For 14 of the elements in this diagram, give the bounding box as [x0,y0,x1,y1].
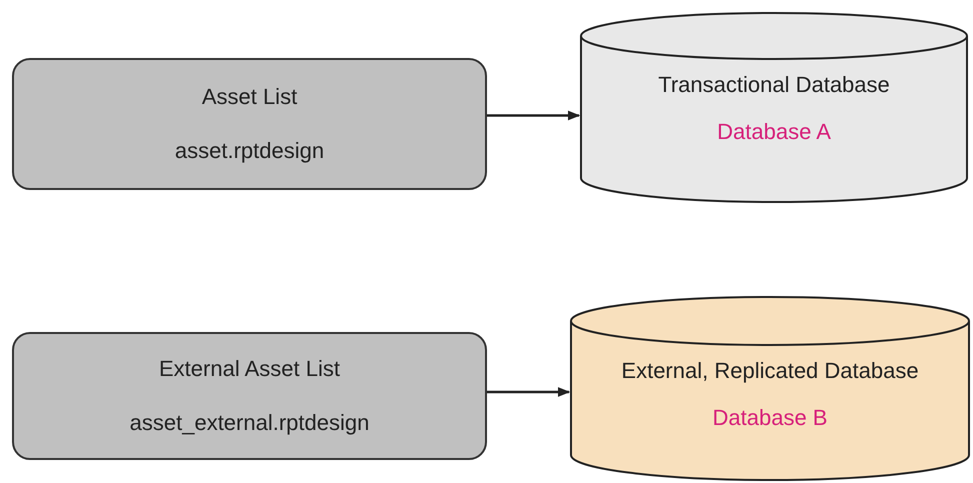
database-cylinder [570,296,970,480]
file-name: asset.rptdesign [174,138,324,164]
report-box [12,332,487,460]
database-name: Transactional Database [658,71,890,99]
report-title: Asset List [202,84,298,110]
report-box [12,58,487,190]
report-title: External Asset List [159,356,340,382]
database-label: Database B [712,404,828,431]
arrow [487,110,580,120]
database-name: External, Replicated Database [621,357,919,385]
arrow [487,387,570,397]
database-label: Database A [717,118,831,145]
database-cylinder [580,12,968,202]
file-name: asset_external.rptdesign [130,410,370,436]
